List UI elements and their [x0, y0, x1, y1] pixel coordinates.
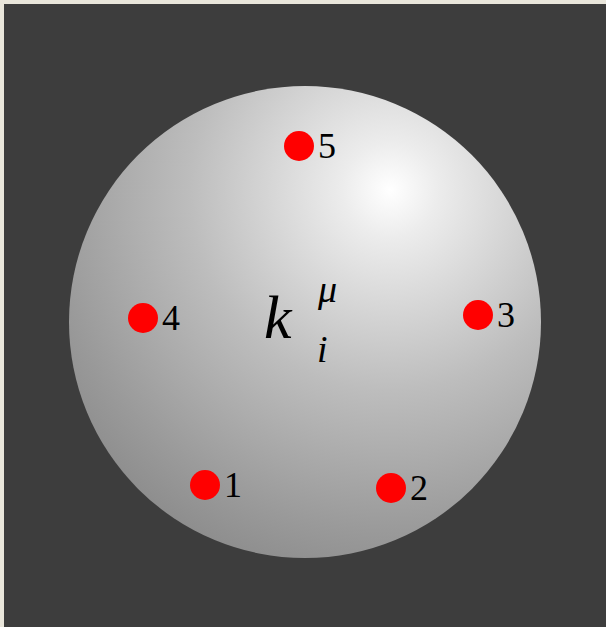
sphere — [69, 86, 541, 558]
callout-number: 1 — [224, 467, 242, 503]
red-dot — [376, 473, 406, 503]
red-dot — [463, 300, 493, 330]
callout-number: 2 — [410, 470, 428, 506]
callout-number: 4 — [162, 300, 180, 336]
superscript-index: μ — [318, 270, 337, 308]
subscript-index: i — [317, 330, 328, 368]
red-dot — [190, 470, 220, 500]
callout-number: 3 — [497, 297, 515, 333]
red-dot — [284, 131, 314, 161]
momentum-symbol: k — [264, 286, 292, 348]
red-dot — [128, 303, 158, 333]
background — [4, 4, 606, 627]
callout-number: 5 — [318, 128, 336, 164]
